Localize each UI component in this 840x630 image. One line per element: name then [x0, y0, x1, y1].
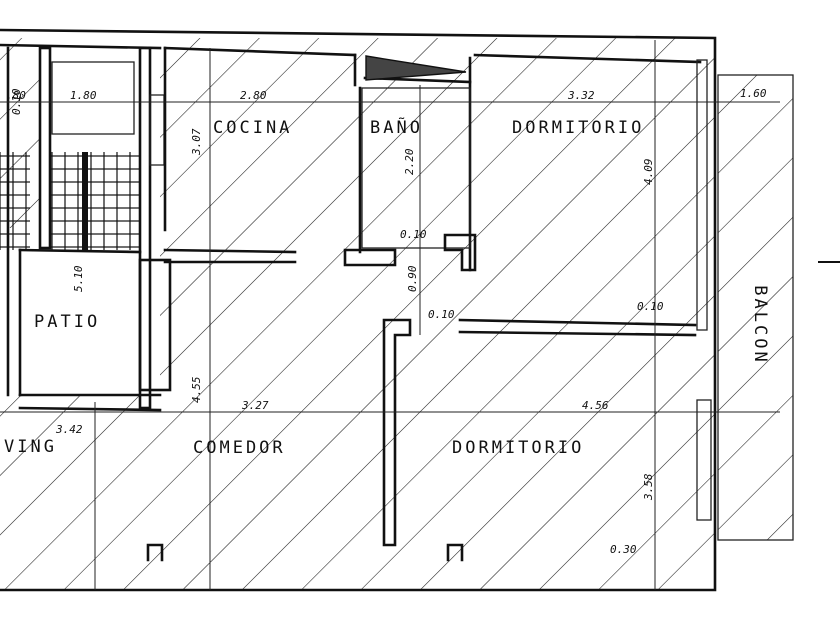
room-label-balcon: BALCON	[750, 285, 770, 364]
dimension-text: 1.80	[70, 89, 97, 102]
dimension-text: 5.10	[72, 265, 85, 292]
dimension-text: 2.80	[240, 89, 267, 102]
dimension-text: 3.42	[55, 423, 83, 436]
dimension-text: 4.56	[582, 399, 609, 412]
room-label-dormitorio-2: DORMITORIO	[452, 438, 584, 458]
dimension-text: 3.58	[642, 473, 655, 501]
room-label-patio: PATIO	[34, 312, 100, 332]
dimension-lines	[0, 40, 780, 590]
patio-tiles	[0, 152, 140, 250]
dimension-text: 4.55	[190, 377, 203, 404]
room-label-dormitorio-1: DORMITORIO	[512, 118, 644, 138]
dimension-texts: .80 1.80 2.80 3.32 1.60 3.07 2.20 4.09 5…	[6, 87, 767, 556]
dimension-text: 0.10	[400, 228, 427, 241]
room-label-comedor: COMEDOR	[193, 438, 286, 458]
dimension-text: 3.07	[190, 128, 203, 156]
hatched-area	[0, 38, 793, 590]
dimension-text: 1.60	[740, 87, 767, 100]
room-label-bano: BAÑO	[370, 116, 423, 138]
dimension-text: 0.90	[406, 265, 419, 292]
dimension-text: 0.10	[10, 88, 23, 115]
room-label-living: VING	[4, 437, 57, 457]
bathroom-fixture	[365, 55, 467, 81]
dimension-text: .80	[6, 89, 26, 102]
room-label-cocina: COCINA	[213, 118, 292, 138]
walls	[0, 28, 794, 592]
dimension-text: 0.30	[610, 543, 637, 556]
dimension-text: 4.09	[642, 159, 655, 186]
dimension-text: 3.27	[241, 399, 269, 412]
dimension-text: 0.10	[637, 300, 664, 313]
dimension-text: 0.10	[428, 308, 455, 321]
dimension-text: 3.32	[567, 89, 595, 102]
dimension-text: 2.20	[403, 148, 416, 175]
